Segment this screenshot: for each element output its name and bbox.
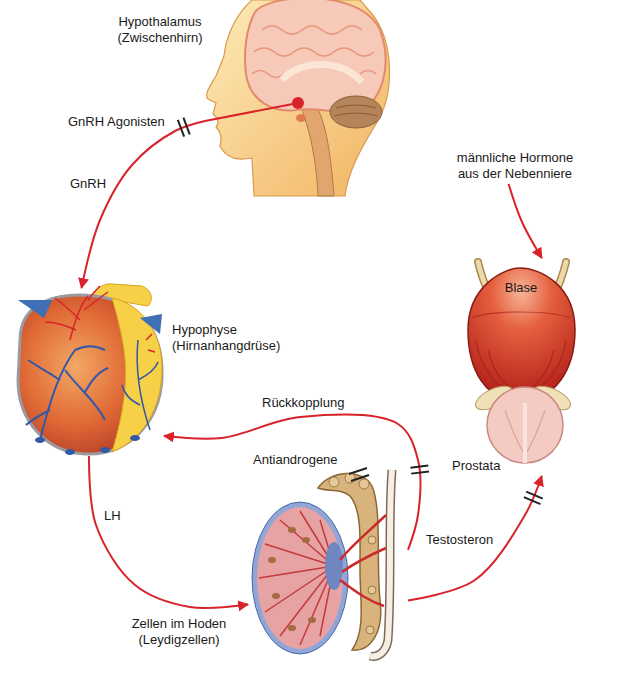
pituitary-illustration-part bbox=[146, 334, 155, 352]
testis-illustration-part bbox=[257, 507, 343, 649]
drug-label: GnRH Agonisten bbox=[66, 114, 167, 130]
bladder-prostate-illustration-part bbox=[472, 312, 570, 396]
pituitary-illustration-part bbox=[26, 346, 108, 440]
blocking-mark-part bbox=[349, 468, 369, 481]
blocking-mark bbox=[526, 492, 543, 499]
organ-label: Hypothalamus (Zwischenhirn) bbox=[110, 14, 210, 45]
pituitary-illustration-part bbox=[130, 435, 140, 441]
hormone-arrow bbox=[509, 184, 542, 258]
bladder-prostate-illustration-part bbox=[468, 268, 575, 403]
hormone-arrow bbox=[89, 456, 248, 608]
head-illustration-part bbox=[205, 103, 298, 121]
bladder-prostate-illustration bbox=[468, 262, 575, 463]
source-label: männliche Hormone aus der Nebenniere bbox=[451, 150, 579, 181]
testis-illustration bbox=[252, 470, 392, 656]
head-illustration-part bbox=[334, 105, 378, 116]
testis-illustration-part bbox=[259, 511, 334, 645]
hormone-label: GnRH bbox=[68, 176, 108, 192]
blocking-mark bbox=[349, 468, 369, 481]
testis-illustration-part bbox=[340, 515, 386, 606]
hormone-source: männliche Hormone aus der Nebenniere bbox=[451, 150, 579, 184]
testis-illustration-part bbox=[366, 626, 374, 634]
pituitary-illustration-part bbox=[112, 298, 162, 452]
blocking-mark bbox=[410, 465, 428, 467]
testis-illustration-part bbox=[288, 527, 296, 533]
organ-label: Hypophyse (Hirnanhangdrüse) bbox=[172, 322, 297, 353]
prostate-region: BlaseProstata bbox=[452, 258, 584, 476]
head-illustration-part bbox=[262, 26, 362, 34]
head-illustration-part bbox=[296, 114, 306, 122]
blocking-mark bbox=[524, 497, 541, 504]
pituitary-region: Hypophyse (Hirnanhangdrüse) bbox=[14, 288, 164, 456]
blocking-mark bbox=[411, 471, 429, 473]
hormone-label: Testosteron bbox=[424, 532, 495, 548]
organ-label: Blase bbox=[496, 280, 546, 296]
head-illustration-part bbox=[300, 100, 334, 196]
pituitary-illustration-part bbox=[140, 314, 162, 334]
blocking-mark bbox=[183, 118, 189, 135]
testis-illustration-part bbox=[252, 502, 348, 654]
testis-illustration-part bbox=[368, 586, 376, 594]
organ-label: Prostata bbox=[452, 458, 522, 474]
organ-label: Zellen im Hoden (Leydigzellen) bbox=[120, 616, 238, 647]
pituitary-illustration bbox=[18, 284, 162, 455]
pituitary-illustration-part bbox=[65, 449, 75, 455]
testis-illustration-part bbox=[368, 536, 376, 544]
head-illustration-part bbox=[252, 71, 284, 78]
head-illustration-part bbox=[245, 0, 386, 112]
testis-illustration-part bbox=[308, 617, 316, 623]
pituitary-illustration-part bbox=[45, 286, 108, 340]
testis-illustration-part bbox=[325, 542, 343, 590]
testis-illustration-part bbox=[359, 479, 369, 489]
pituitary-illustration-part bbox=[18, 295, 162, 454]
head-illustration bbox=[205, 0, 389, 196]
hormone-arrow bbox=[82, 121, 206, 288]
hormone-label: LH bbox=[102, 508, 123, 524]
bladder-prostate-illustration-part bbox=[487, 387, 563, 463]
testis-illustration-part bbox=[302, 537, 310, 543]
testis-illustration-part bbox=[288, 625, 296, 631]
pituitary-illustration-part bbox=[18, 300, 52, 318]
testis-illustration-part bbox=[268, 557, 276, 563]
pituitary-illustration-part bbox=[35, 437, 45, 443]
drug-label: Antiandrogene bbox=[251, 452, 340, 468]
head-illustration-part bbox=[330, 96, 382, 128]
head-illustration-part bbox=[360, 71, 376, 75]
hormone-arrow bbox=[164, 415, 420, 550]
hormone-label: Rückkopplung bbox=[260, 395, 346, 411]
head-illustration-part bbox=[292, 97, 304, 109]
testis-illustration-part bbox=[329, 477, 339, 487]
pituitary-illustration-part bbox=[100, 447, 110, 453]
head-illustration-part bbox=[254, 48, 374, 56]
testis-region: Zellen im Hoden (Leydigzellen) bbox=[248, 468, 408, 663]
pituitary-illustration-part bbox=[122, 340, 158, 430]
blocking-mark bbox=[178, 120, 184, 137]
bladder-prostate-illustration-part bbox=[523, 403, 527, 463]
connector-group bbox=[82, 121, 542, 608]
hypothalamus-region: Hypothalamus (Zwischenhirn) bbox=[205, 0, 395, 195]
testis-illustration-part bbox=[272, 593, 280, 599]
hormone-arrow bbox=[408, 476, 542, 601]
head-illustration-part bbox=[282, 65, 362, 83]
